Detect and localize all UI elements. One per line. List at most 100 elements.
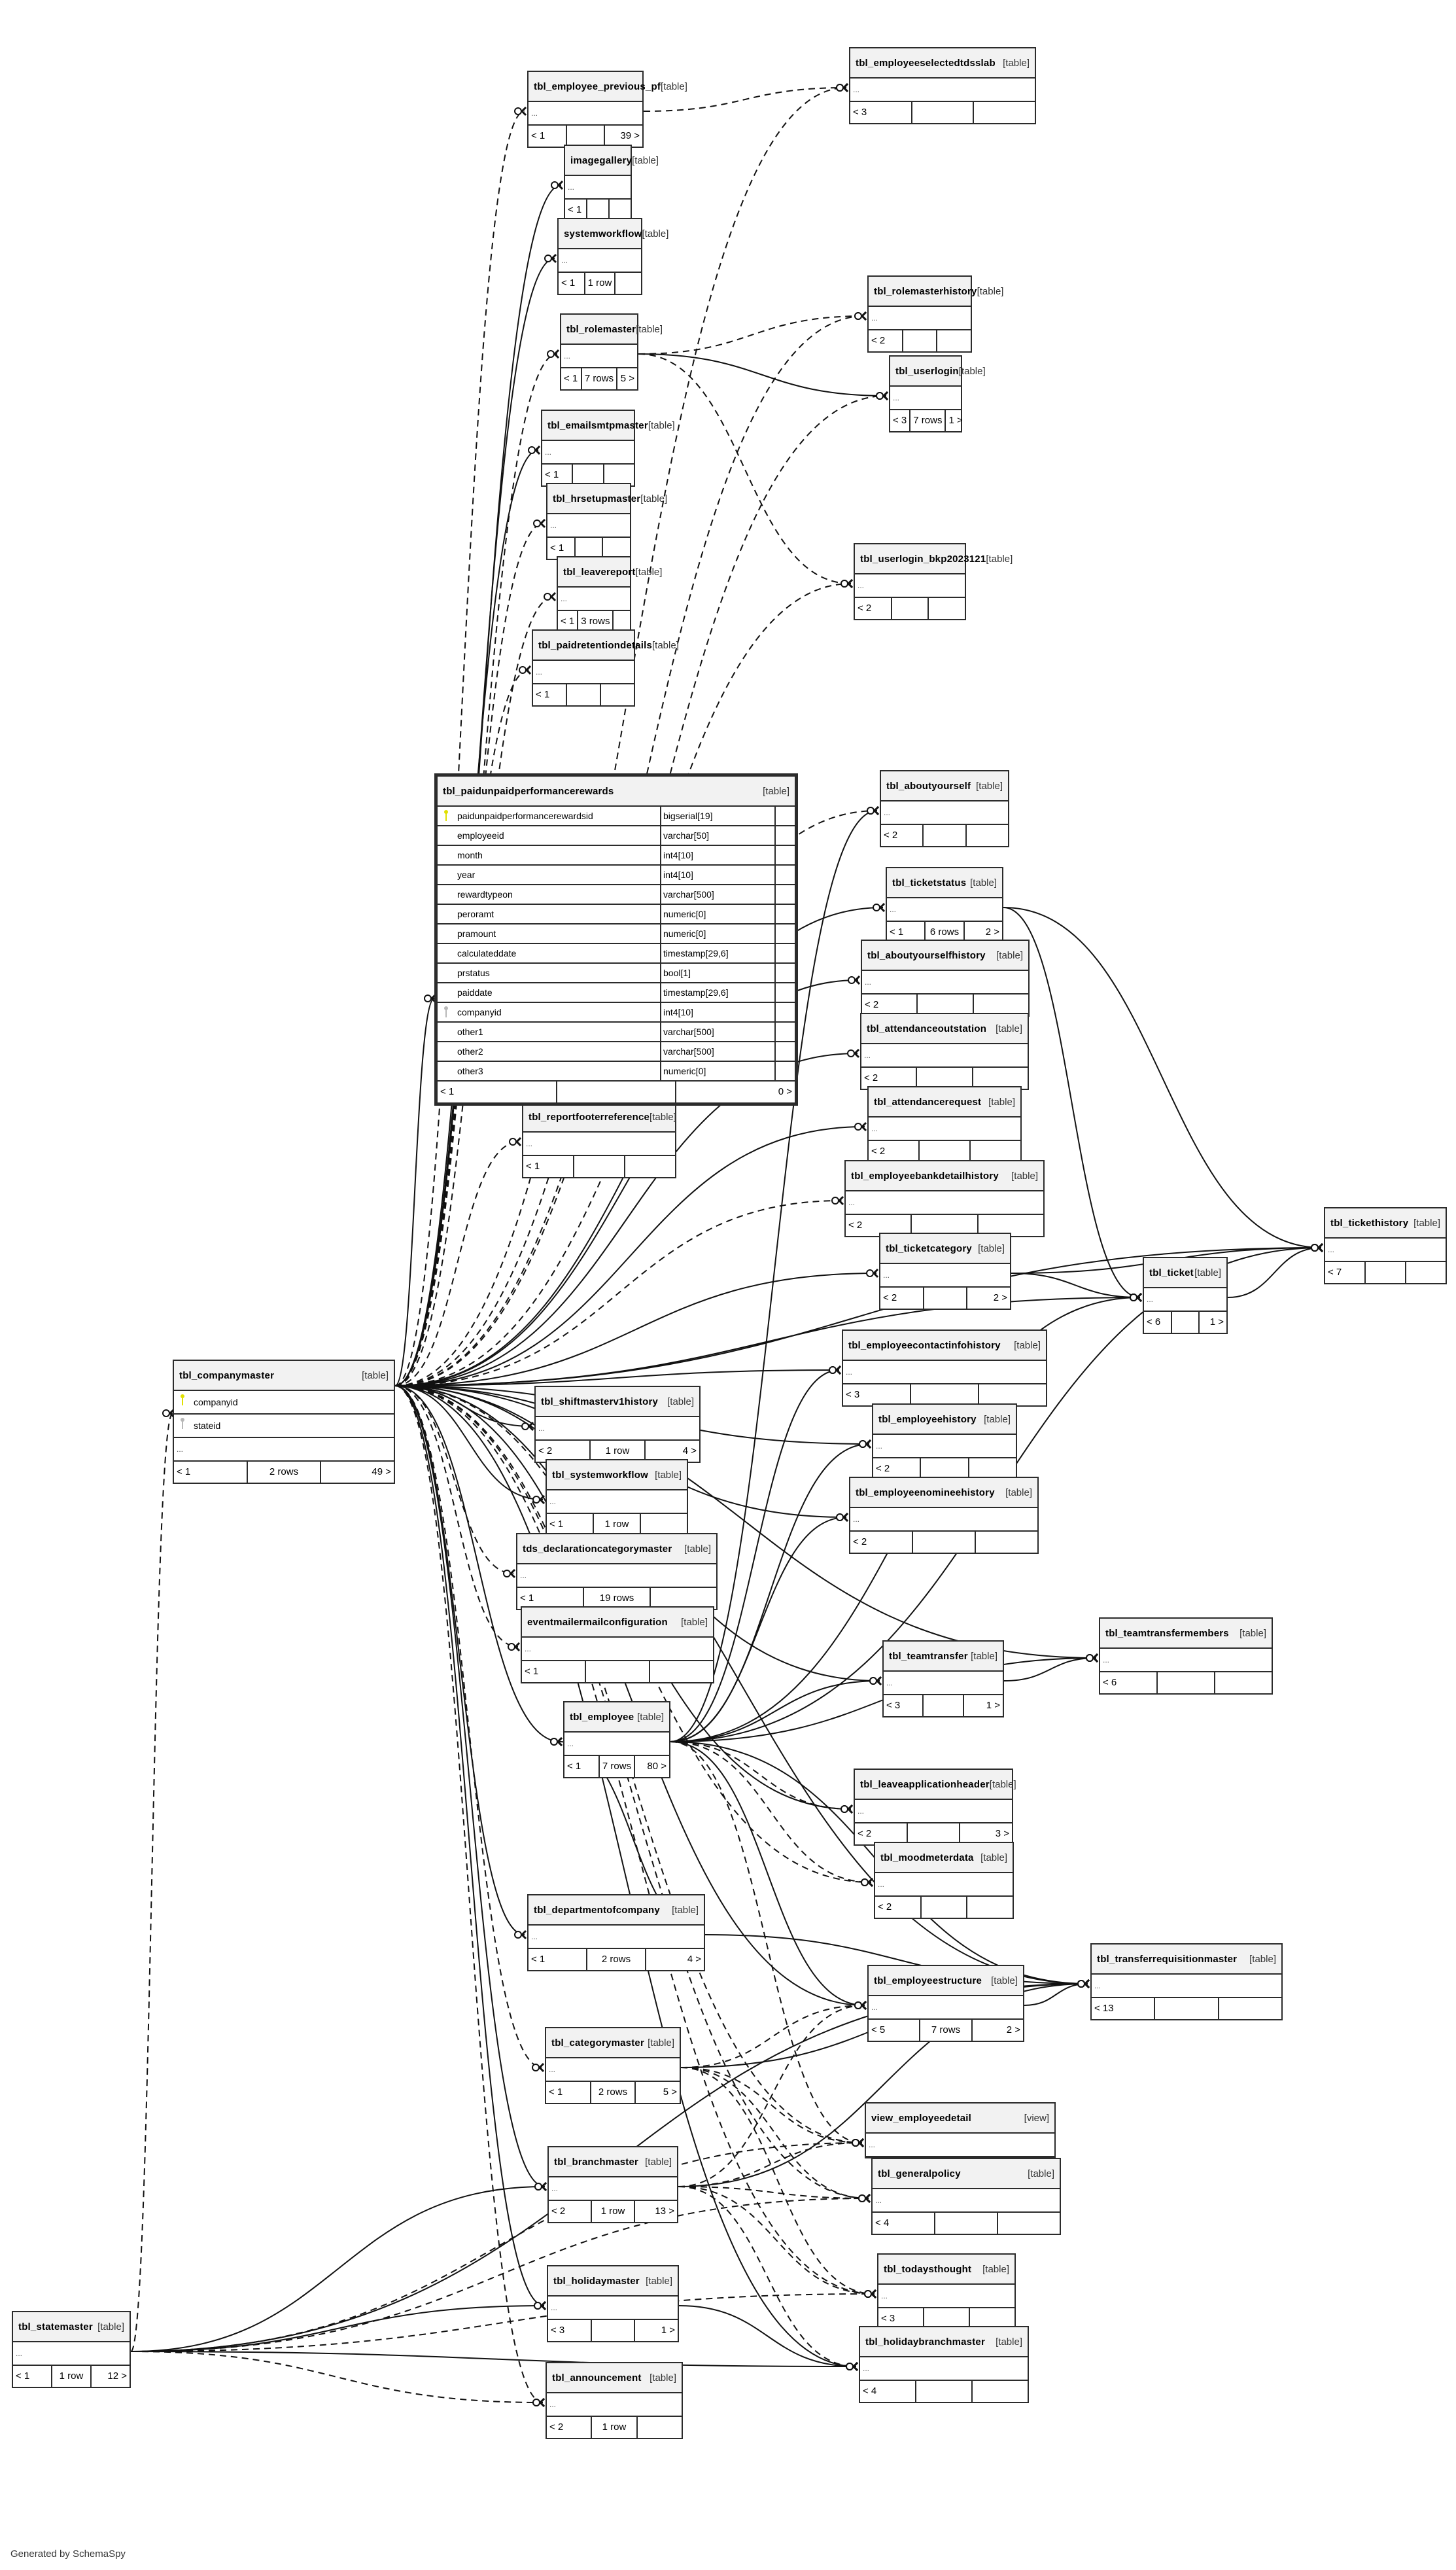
table-name[interactable]: tbl_tickethistory xyxy=(1330,1217,1409,1229)
parents-link[interactable]: < 2 xyxy=(875,1897,922,1918)
table-name[interactable]: tbl_todaysthought xyxy=(884,2263,972,2275)
children-link[interactable] xyxy=(998,2213,1060,2234)
table-name[interactable]: tbl_reportfooterreference xyxy=(529,1111,650,1123)
table-name[interactable]: tbl_statemaster xyxy=(18,2321,93,2332)
children-link[interactable]: 1 > xyxy=(1209,1316,1224,1328)
parents-link[interactable]: < 3 xyxy=(850,102,912,123)
table-name[interactable]: tbl_generalpolicy xyxy=(878,2168,961,2179)
parents-link[interactable]: < 13 xyxy=(1092,1998,1156,2019)
table-name[interactable]: tbl_paidretentiondetails xyxy=(538,639,652,651)
table-name[interactable]: eventmailermailconfiguration xyxy=(527,1616,668,1628)
table-tbl_holidaybranchmaster[interactable]: tbl_holidaybranchmaster[table]...< 4 xyxy=(859,2326,1029,2403)
parents-link[interactable]: < 1 xyxy=(559,273,585,294)
parents-link[interactable]: < 1 xyxy=(546,2082,591,2103)
parents-link[interactable]: < 3 xyxy=(884,1695,924,1716)
table-name[interactable]: tbl_employeestructure xyxy=(874,1975,982,1986)
parents-link[interactable]: < 1 xyxy=(529,1949,587,1970)
children-link[interactable]: 1 > xyxy=(948,415,963,426)
children-link[interactable]: 39 > xyxy=(620,130,640,141)
children-link[interactable] xyxy=(1219,1998,1281,2019)
table-name[interactable]: tbl_ticketcategory xyxy=(886,1242,972,1254)
table-name[interactable]: tbl_rolemasterhistory xyxy=(874,285,977,297)
parents-link[interactable]: < 5 xyxy=(869,2020,921,2041)
parents-link[interactable]: < 3 xyxy=(843,1384,911,1405)
table-name[interactable]: tbl_employeeselectedtdsslab xyxy=(856,57,996,69)
children-link[interactable]: 49 > xyxy=(372,1466,392,1477)
table-name[interactable]: tbl_employeehistory xyxy=(878,1413,977,1425)
table-view_employeedetail[interactable]: view_employeedetail[view]... xyxy=(865,2102,1056,2158)
table-name[interactable]: tbl_leaveapplicationheader xyxy=(860,1778,990,1790)
children-link[interactable]: 1 > xyxy=(986,1700,1000,1711)
parents-link[interactable]: < 2 xyxy=(862,995,918,1015)
table-name[interactable]: tbl_ticketstatus xyxy=(892,877,967,889)
table-name[interactable]: tbl_categorymaster xyxy=(551,2037,644,2049)
parents-link[interactable]: < 6 xyxy=(1144,1312,1172,1333)
table-name[interactable]: view_employeedetail xyxy=(871,2112,972,2124)
parents-link[interactable]: < 2 xyxy=(536,1441,591,1462)
table-eventmailermailconfiguration[interactable]: eventmailermailconfiguration[table]...< … xyxy=(521,1606,714,1683)
table-name[interactable]: tbl_holidaybranchmaster xyxy=(865,2336,985,2348)
children-link[interactable] xyxy=(641,1514,687,1535)
parents-link[interactable]: < 3 xyxy=(878,2308,924,2329)
children-link[interactable] xyxy=(974,102,1035,123)
table-name[interactable]: tbl_moodmeterdata xyxy=(880,1852,974,1863)
table-tbl_generalpolicy[interactable]: tbl_generalpolicy[table]...< 4 xyxy=(871,2158,1061,2235)
table-tbl_teamtransfermembers[interactable]: tbl_teamtransfermembers[table]...< 6 xyxy=(1099,1617,1273,1695)
children-link[interactable] xyxy=(650,1661,713,1682)
children-link[interactable] xyxy=(638,2417,682,2438)
children-link[interactable] xyxy=(967,1897,1013,1918)
parents-link[interactable]: < 4 xyxy=(860,2381,916,2402)
children-link[interactable]: 2 > xyxy=(993,1292,1008,1303)
children-link[interactable] xyxy=(973,2381,1028,2402)
children-link[interactable] xyxy=(971,1141,1020,1162)
parents-link[interactable]: < 1 xyxy=(558,611,579,632)
children-link[interactable]: 12 > xyxy=(107,2370,127,2382)
table-tbl_employeebankdetailhistory[interactable]: tbl_employeebankdetailhistory[table]...<… xyxy=(844,1160,1045,1237)
children-link[interactable] xyxy=(1406,1262,1446,1283)
parents-link[interactable]: < 1 xyxy=(522,1661,586,1682)
table-tds_declarationcategorymaster[interactable]: tds_declarationcategorymaster[table]...<… xyxy=(516,1533,718,1610)
parents-link[interactable]: < 1 xyxy=(174,1462,248,1483)
table-tbl_employeeselectedtdsslab[interactable]: tbl_employeeselectedtdsslab[table]...< 3 xyxy=(849,47,1036,124)
parents-link[interactable]: < 1 xyxy=(565,200,587,220)
table-name[interactable]: tbl_announcement xyxy=(552,2372,642,2384)
table-name[interactable]: tbl_employeecontactinfohistory xyxy=(848,1339,1001,1351)
children-link[interactable]: 0 > xyxy=(778,1086,793,1097)
children-link[interactable] xyxy=(615,273,641,294)
parents-link[interactable]: < 1 xyxy=(13,2366,52,2387)
children-link[interactable]: 2 > xyxy=(1006,2024,1020,2035)
table-name[interactable]: tbl_leavereport xyxy=(563,566,636,578)
table-name[interactable]: tbl_employeebankdetailhistory xyxy=(851,1170,999,1182)
children-link[interactable] xyxy=(929,598,965,619)
table-name[interactable]: tbl_emailsmtpmaster xyxy=(547,419,648,431)
children-link[interactable]: 1 > xyxy=(661,2325,676,2336)
table-tbl_transferrequisitionmaster[interactable]: tbl_transferrequisitionmaster[table]...<… xyxy=(1090,1943,1283,2020)
table-name[interactable]: tbl_rolemaster xyxy=(566,323,636,335)
table-imagegallery[interactable]: imagegallery[table]...< 1 xyxy=(564,145,659,222)
parents-link[interactable]: < 2 xyxy=(880,1288,924,1309)
parents-link[interactable]: < 2 xyxy=(881,825,924,846)
parents-link[interactable]: < 1 xyxy=(533,684,567,705)
table-name[interactable]: tbl_teamtransfer xyxy=(889,1650,968,1662)
table-name[interactable]: tbl_departmentofcompany xyxy=(534,1904,660,1916)
children-link[interactable]: 3 > xyxy=(995,1828,1010,1839)
children-link[interactable] xyxy=(625,1156,675,1177)
table-name[interactable]: tbl_aboutyourself xyxy=(886,780,971,792)
children-link[interactable]: 4 > xyxy=(687,1954,701,1965)
parents-link[interactable]: < 2 xyxy=(869,1141,920,1162)
table-tbl_moodmeterdata[interactable]: tbl_moodmeterdata[table]...< 2 xyxy=(874,1842,1014,1919)
children-link[interactable]: 80 > xyxy=(647,1761,667,1772)
table-name[interactable]: tbl_ticket xyxy=(1149,1267,1194,1278)
